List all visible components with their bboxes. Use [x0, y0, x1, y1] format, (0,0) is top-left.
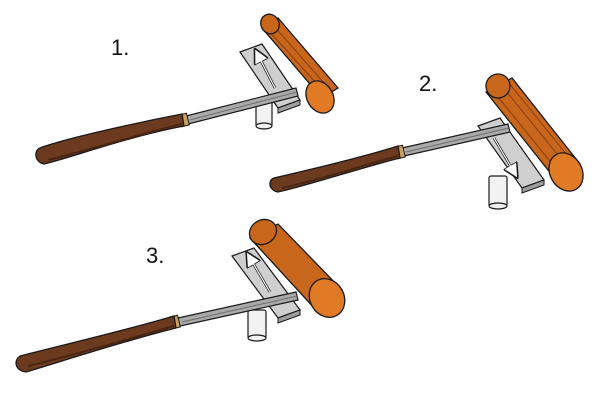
scene-1	[35, 13, 339, 165]
tool-rest-post	[247, 309, 267, 342]
wood-blank	[485, 73, 584, 192]
step-label-3: 3.	[146, 243, 165, 268]
tool-handle	[269, 145, 401, 193]
scene-3	[15, 218, 346, 373]
step-label-2: 2.	[419, 71, 438, 96]
tool-handle	[35, 113, 185, 165]
wood-blank	[248, 218, 346, 318]
tool-rest-post	[255, 99, 273, 130]
scene-2	[269, 73, 584, 210]
step-label-1: 1.	[111, 35, 130, 60]
wood-blank	[260, 13, 339, 114]
tool-rest-post	[488, 175, 508, 210]
